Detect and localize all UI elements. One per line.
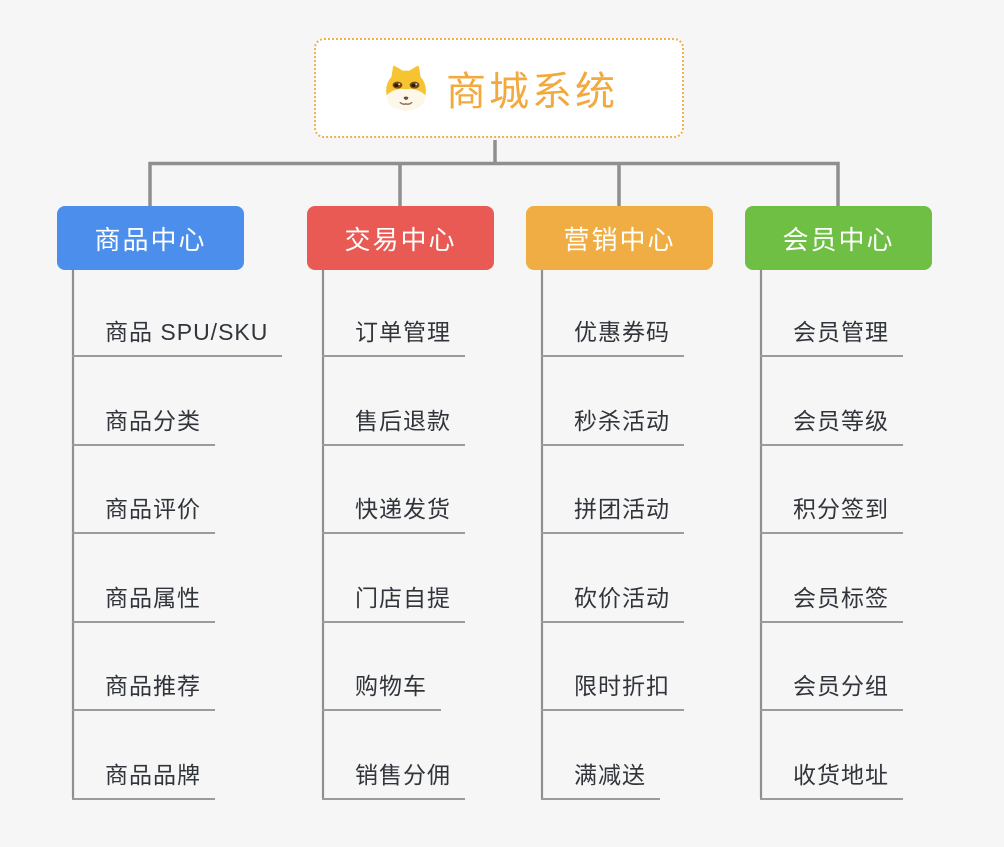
- node-item[interactable]: 商品品牌: [72, 759, 215, 800]
- branch-header-label: 商品中心: [94, 224, 207, 255]
- node-item[interactable]: 商品推荐: [72, 670, 215, 711]
- branch-items-product-center: 商品 SPU/SKU 商品分类 商品评价 商品属性 商品推荐 商品品牌: [72, 270, 283, 847]
- node-item[interactable]: 商品分类: [72, 405, 215, 446]
- branch-header-label: 会员中心: [782, 224, 895, 255]
- node-item[interactable]: 会员等级: [760, 405, 903, 446]
- node-item[interactable]: 购物车: [322, 670, 441, 711]
- node-item[interactable]: 收货地址: [760, 759, 903, 800]
- branch-rail-line: [148, 161, 840, 206]
- branch-items-trade-center: 订单管理 售后退款 快递发货 门店自提 购物车 销售分佣: [322, 270, 465, 847]
- node-item[interactable]: 积分签到: [760, 493, 903, 534]
- dog-icon: [386, 65, 426, 111]
- node-item[interactable]: 砍价活动: [541, 582, 684, 623]
- node-item[interactable]: 商品属性: [72, 582, 215, 623]
- branch-header-label: 交易中心: [344, 224, 457, 255]
- node-item[interactable]: 销售分佣: [322, 759, 465, 800]
- node-item[interactable]: 商品评价: [72, 493, 215, 534]
- branch-header-trade-center[interactable]: 交易中心: [307, 206, 494, 270]
- branch-header-member-center[interactable]: 会员中心: [745, 206, 932, 270]
- node-item[interactable]: 售后退款: [322, 405, 465, 446]
- root-node[interactable]: 商城系统: [314, 38, 684, 138]
- branch-items-marketing-center: 优惠券码 秒杀活动 拼团活动 砍价活动 限时折扣 满减送: [541, 270, 684, 847]
- node-item[interactable]: 会员管理: [760, 316, 903, 357]
- node-item[interactable]: 秒杀活动: [541, 405, 684, 446]
- node-item[interactable]: 满减送: [541, 759, 660, 800]
- branch-header-marketing-center[interactable]: 营销中心: [526, 206, 713, 270]
- node-item[interactable]: 拼团活动: [541, 493, 684, 534]
- node-item[interactable]: 订单管理: [322, 316, 465, 357]
- node-item[interactable]: 门店自提: [322, 582, 465, 623]
- branch-header-label: 营销中心: [563, 224, 676, 255]
- node-item[interactable]: 快递发货: [322, 493, 465, 534]
- branch-items-member-center: 会员管理 会员等级 积分签到 会员标签 会员分组 收货地址: [760, 270, 903, 847]
- node-item[interactable]: 优惠券码: [541, 316, 684, 357]
- node-item[interactable]: 会员分组: [760, 670, 903, 711]
- node-item[interactable]: 会员标签: [760, 582, 903, 623]
- branch-header-product-center[interactable]: 商品中心: [57, 206, 244, 270]
- node-item[interactable]: 限时折扣: [541, 670, 684, 711]
- node-item[interactable]: 商品 SPU/SKU: [72, 316, 283, 357]
- root-title: 商城系统: [446, 70, 618, 114]
